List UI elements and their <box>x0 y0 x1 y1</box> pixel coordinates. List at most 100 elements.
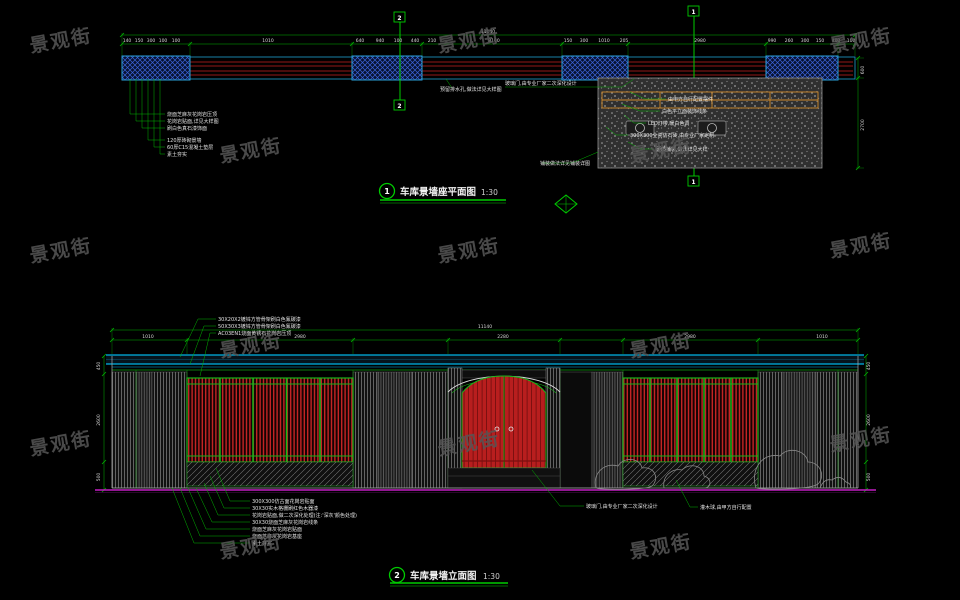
elev-gate <box>447 367 561 489</box>
plan-pier-1 <box>121 55 191 81</box>
elev-lattice-panel-right <box>622 377 759 487</box>
plan-diamond-symbol <box>554 194 578 214</box>
plan-light-symbol-2 <box>707 123 717 133</box>
watermark-text: 景观街 <box>218 134 284 168</box>
plan-annotation: 由甲方自行配置摆件 <box>668 96 713 103</box>
plan-dimension-label: 210 <box>428 38 437 44</box>
plan-dimension-label: 300 <box>580 38 589 44</box>
plan-dimension-label: 260 <box>785 38 794 44</box>
section-number: 1 <box>691 179 695 186</box>
plan-annotation: LED灯带,暖白色调 <box>648 120 689 127</box>
elev-index-number: 2 <box>394 571 400 580</box>
elev-dimension-labels: 11140 1010 2980 2280 2980 1010 <box>142 324 828 340</box>
plan-annotations: 烧面芝麻灰花岗岩压顶花岗岩贴面,详见大样图刷白色真石漆饰面120厚砖砌景墙60厚… <box>167 80 714 167</box>
plan-light-symbol-1 <box>635 123 645 133</box>
plan-dimension-label: 100 <box>172 38 181 44</box>
plan-dimension-label: 400 <box>832 38 841 44</box>
elev-annotation: 灌木球,由甲方自行配置 <box>700 504 752 511</box>
plan-dimension-label: 300 <box>147 38 156 44</box>
plan-annotation: 300X300全瓷仿石砖,由专业厂家定制 <box>630 132 714 139</box>
elev-dimension-label: 2280 <box>497 334 509 340</box>
watermark-text: 景观街 <box>828 229 894 263</box>
plan-annotation: 花岗岩贴面,详见大样图 <box>167 118 219 125</box>
plan-scale: 1:30 <box>481 188 498 197</box>
plan-vertical-dimension-label: 600 <box>860 66 866 75</box>
section-number: 1 <box>691 9 695 16</box>
watermark-text: 景观街 <box>28 24 94 58</box>
elev-vertical-dimension-label: 450 <box>866 362 872 371</box>
elev-dimension-label: 2980 <box>294 334 306 340</box>
elev-dimension-lines <box>101 327 869 493</box>
plan-annotation: 预留排水孔,做法详见大样图 <box>440 86 502 93</box>
plan-dimension-label: 100 <box>394 38 403 44</box>
watermark-text: 景观街 <box>218 530 284 564</box>
elev-vertical-dimension-label: 2600 <box>866 414 872 426</box>
elev-shrub-sketches <box>594 449 851 490</box>
plan-wall-red-lines <box>124 61 853 76</box>
watermark-text: 景观街 <box>828 24 894 58</box>
elev-vertical-dimension-label: 500 <box>96 473 102 482</box>
plan-vertical-dimension-labels: 600 2700 <box>860 66 866 131</box>
plan-pier-2 <box>351 55 423 81</box>
plan-annotation: 刷白色真石漆饰面 <box>167 125 207 132</box>
elev-wall-outline <box>111 356 859 489</box>
plan-index-circle <box>378 182 396 200</box>
elev-annotation: 30X20X2镀锌方管骨架刷白色氟碳漆 <box>218 316 301 323</box>
watermark-text: 景观街 <box>436 234 502 268</box>
elev-wall-columns <box>111 371 859 489</box>
elev-annotation: 花岗岩贴面,做二次深化处理(注:'深灰'颜色处理) <box>252 512 357 519</box>
gate-threshold <box>447 467 561 489</box>
plan-annotation: 120厚砖砌景墙 <box>167 137 202 144</box>
plan-annotation: 白色平立面装饰线条 <box>662 108 707 115</box>
section-number: 2 <box>397 103 401 110</box>
elev-annotations: 30X20X2镀锌方管骨架刷白色氟碳漆50X30X3镀锌方管骨架刷白色氟碳漆AC… <box>218 316 752 547</box>
plan-dimension-label: 990 <box>768 38 777 44</box>
elev-title-block: 2 车库景墙立面图 1:30 <box>388 566 508 587</box>
plan-title: 车库景墙座平面图 <box>400 186 476 198</box>
gate-handle-right <box>508 426 514 432</box>
plan-section-marker-2: 2 2 <box>393 11 406 111</box>
gate-handle-left <box>494 426 500 432</box>
plan-light-pad-2 <box>697 120 727 136</box>
elev-annotation: 30X30实木格栅刷红色木器漆 <box>252 505 318 512</box>
plan-dimension-label: 100 <box>847 38 856 44</box>
plan-vertical-dimension-label: 2700 <box>860 119 866 131</box>
elev-annotation: 素土夯实 <box>252 540 272 547</box>
elev-vertical-dimension-label: 2600 <box>96 414 102 426</box>
plan-dimension-label: 150 <box>816 38 825 44</box>
watermark-text: 景观街 <box>628 530 694 564</box>
watermark-text: 景观街 <box>28 427 94 461</box>
watermark-text: 景观街 <box>28 234 94 268</box>
elev-annotation: 300X300仿古面花岗岩贴面 <box>252 498 315 505</box>
plan-dimension-label: 440 <box>411 38 420 44</box>
plan-pier-3 <box>561 55 629 81</box>
elev-scale: 1:30 <box>483 572 500 581</box>
plan-dimension-label: 8100 <box>488 38 500 44</box>
elev-annotation: 30X30烧面芝麻灰花岗岩线条 <box>252 519 318 526</box>
elev-leader-lines <box>171 318 698 544</box>
plan-dimension-label: 2980 <box>694 38 706 44</box>
elev-dimension-label: 1010 <box>142 334 154 340</box>
plan-edge-band <box>601 91 819 109</box>
plan-title-block: 1 车库景墙座平面图 1:30 <box>378 182 506 204</box>
elev-dimension-label: 1010 <box>816 334 828 340</box>
section-number: 2 <box>397 15 401 22</box>
elev-annotation: 50X30X3镀锌方管骨架刷白色氟碳漆 <box>218 323 301 330</box>
elev-vertical-dimension-label: 500 <box>866 473 872 482</box>
plan-dimension-label: 100 <box>159 38 168 44</box>
elev-annotation: 玻璃门,由专业厂家二次深化设计 <box>586 503 658 510</box>
elev-coping <box>106 354 864 371</box>
elev-dimension-label: 2980 <box>684 334 696 340</box>
plan-dimension-label: 150 <box>135 38 144 44</box>
elev-lattice-panel-left <box>186 377 354 487</box>
elev-title: 车库景墙立面图 <box>410 570 477 582</box>
elev-dimension-label: 11140 <box>478 324 492 330</box>
plan-annotation: 素土夯实 <box>167 151 187 158</box>
plan-dimension-label: 150 <box>564 38 573 44</box>
plan-dimension-label: 11140 <box>481 29 495 35</box>
plan-pier-4 <box>765 55 839 81</box>
plan-annotation: 60厚C15混凝土垫层 <box>167 144 213 151</box>
